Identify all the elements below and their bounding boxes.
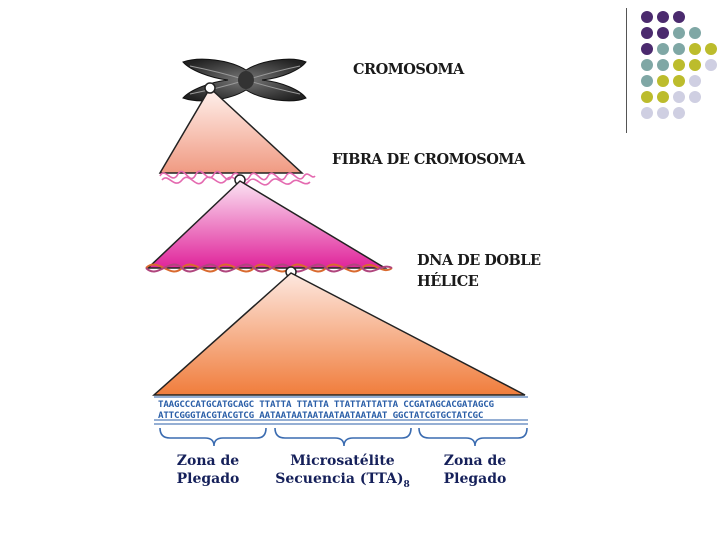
zone-braces [159,427,528,447]
deco-dot [673,59,685,71]
deco-dot [657,27,669,39]
zone-right-line2: Plegado [443,471,507,487]
deco-dot [657,91,669,103]
sequence-bottom-strand: ATTCGGGTACGTACGTCG AATAATAATAATAATAATAAT… [158,410,484,421]
zone-middle-line2: Secuencia (TTA)8 [260,470,425,494]
deco-dot [673,75,685,87]
zone-label-right: Zona de Plegado [425,452,525,488]
helix-triangle [146,180,388,269]
deco-dot [705,43,717,55]
deco-dot [689,27,701,39]
deco-dot [641,43,653,55]
zoom-point [204,82,216,94]
brace-left [159,427,267,447]
deco-dot [657,43,669,55]
zone-right-line1: Zona de [443,453,507,469]
deco-dot [641,91,653,103]
deco-dot [673,107,685,119]
zone-middle-line2-text: Secuencia (TTA) [275,471,404,487]
fiber-triangle [158,86,304,174]
deco-dot [689,43,701,55]
deco-dot [657,75,669,87]
zone-middle-line1: Microsatélite [290,453,395,469]
deco-dot [673,11,685,23]
zone-left-line1: Zona de [176,453,240,469]
sequence-top-strand: TAAGCCCATGCATGCAGC TTATTA TTATTA TTATTAT… [158,399,494,410]
deco-dot [673,43,685,55]
deco-dot [689,75,701,87]
zone-label-left: Zona de Plegado [158,452,258,488]
deco-dot [641,75,653,87]
deco-dot [657,59,669,71]
deco-dot [657,11,669,23]
deco-dot [657,107,669,119]
chromosome-icon [182,58,307,102]
double-helix [145,263,393,273]
deco-dot [673,27,685,39]
deco-dot [641,107,653,119]
sequence-triangle [152,272,526,396]
label-chromosome: CROMOSOMA [353,61,464,78]
zone-left-line2: Plegado [176,471,240,487]
deco-dot [689,59,701,71]
deco-dot [689,91,701,103]
label-chromosome-fiber: FIBRA DE CROMOSOMA [332,151,525,168]
brace-middle [274,427,412,447]
deco-dot [641,27,653,39]
zone-label-middle: Microsatélite Secuencia (TTA)8 [260,452,425,494]
decorative-vertical-line [626,8,627,133]
label-dna-line2: HÉLICE [417,273,479,290]
zone-middle-subscript: 8 [403,479,410,490]
label-dna-line1: DNA DE DOBLE [417,252,541,269]
deco-dot [673,91,685,103]
deco-dot [641,11,653,23]
deco-dot [705,59,717,71]
deco-dot [641,59,653,71]
brace-right [418,427,528,447]
